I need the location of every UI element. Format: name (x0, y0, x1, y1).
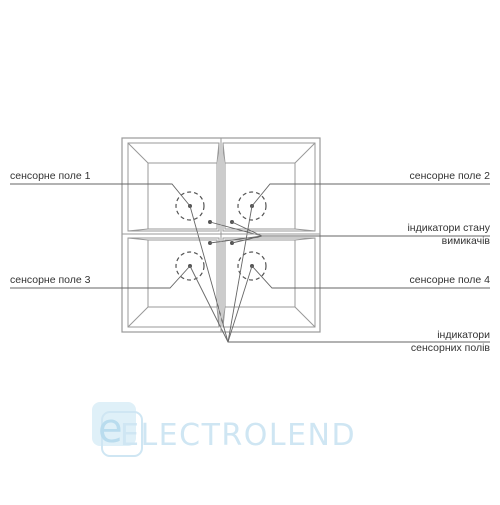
leader-zone-2 (252, 184, 490, 206)
label-zone-3: сенсорне поле 3 (10, 274, 91, 287)
label-sensor-indicators: індикатори сенсорних полів (411, 329, 490, 355)
label-sensor-indicators-line1: індикатори (411, 329, 490, 342)
panel-3 (128, 238, 219, 327)
panel-2 (223, 143, 315, 231)
label-zone-4: сенсорне поле 4 (409, 274, 490, 287)
label-sensor-indicators-line2: сенсорних полів (411, 342, 490, 355)
watermark-logo: e ELECTROLEND (88, 398, 418, 462)
watermark-text: ELECTROLEND (120, 418, 356, 453)
label-zone-1: сенсорне поле 1 (10, 170, 91, 183)
panel-1 (128, 143, 219, 231)
label-zone-2: сенсорне поле 2 (409, 170, 490, 183)
svg-text:e: e (98, 406, 123, 452)
label-state-indicators-line2: вимикачів (407, 235, 490, 248)
label-state-indicators-line1: індикатори стану (407, 222, 490, 235)
label-state-indicators: індикатори стану вимикачів (407, 222, 490, 248)
leader-zone-1 (10, 184, 190, 206)
